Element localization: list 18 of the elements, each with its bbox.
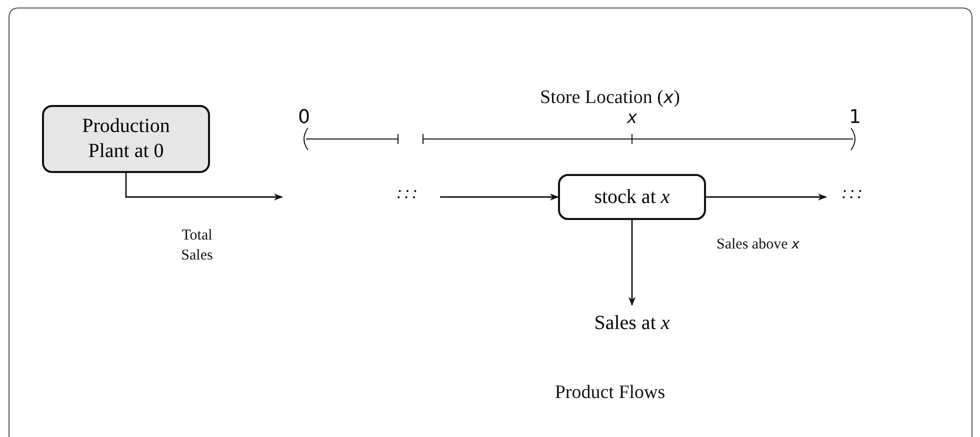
axis-tick-label: 1: [848, 106, 862, 128]
axis-tick-label: 0: [298, 106, 310, 128]
ellipsis-text: :::: [842, 183, 864, 203]
stock-box: [558, 174, 706, 220]
arrow: [706, 193, 827, 201]
ellipsis-text: :::: [396, 183, 420, 203]
arrow: [125, 173, 283, 201]
box-text: stock at x: [594, 184, 670, 210]
edge-label: Sales above x: [716, 235, 800, 254]
edge-label: Total Sales: [180, 226, 214, 265]
output-label: Sales at x: [594, 312, 670, 334]
diagram-caption: Product Flows: [554, 382, 666, 404]
axis-tick-label: x: [626, 107, 638, 128]
box-text: Production Plant at 0: [81, 114, 171, 164]
process-box: [42, 105, 210, 173]
arrow: [628, 220, 636, 306]
diagram-title: Store Location (x): [540, 87, 680, 109]
arrow: [440, 193, 559, 201]
